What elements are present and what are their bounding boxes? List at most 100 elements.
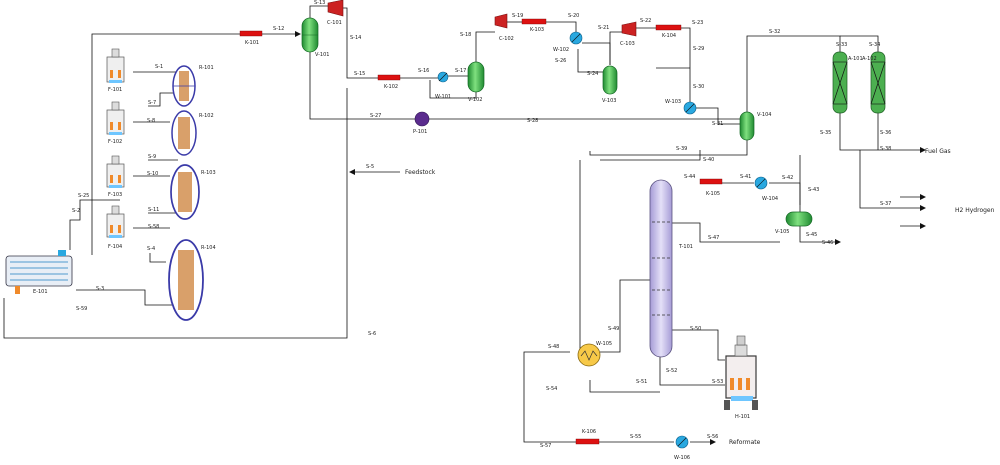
label-p-101: P-101 xyxy=(413,129,427,135)
compressor-c-101: C-101 xyxy=(327,0,344,26)
stream-s-25-line xyxy=(91,33,240,255)
valve-k-102: K-102 xyxy=(377,74,401,90)
label-v-104: V-104 xyxy=(757,112,771,118)
valve-k-105: K-105 xyxy=(699,178,723,197)
label-s-23: S-23 xyxy=(692,20,703,26)
stream-s-53-line xyxy=(659,357,725,386)
vessel-v-104: V-104 xyxy=(739,111,771,141)
label-s-59: S-59 xyxy=(76,306,87,312)
label-v-102: V-102 xyxy=(468,97,482,103)
label-s-43: S-43 xyxy=(808,187,819,193)
heater-h-101: H-101 xyxy=(724,335,758,420)
stream-s-35-line xyxy=(839,113,926,153)
label-s-41: S-41 xyxy=(740,174,751,180)
compressor-c-102: C-102 xyxy=(494,13,514,42)
label-r-101: R-101 xyxy=(199,65,214,71)
label-f-103: F-103 xyxy=(108,192,122,198)
label-s-52: S-52 xyxy=(666,368,677,374)
stream-s-17-line xyxy=(475,31,495,64)
label-w-102: W-102 xyxy=(553,47,569,53)
label-s-24: S-24 xyxy=(587,71,598,77)
label-s-14: S-14 xyxy=(350,35,361,41)
compressor-c-103: C-103 xyxy=(620,21,637,47)
label-v-103: V-103 xyxy=(602,98,616,104)
label-s-39: S-39 xyxy=(676,146,687,152)
exchanger-w-103: W-103 xyxy=(665,99,697,115)
label-s-13: S-13 xyxy=(314,0,325,6)
stream-s-26-line xyxy=(577,49,608,73)
reformate-product-label: Reformate xyxy=(729,439,761,446)
label-w-101: W-101 xyxy=(435,94,451,100)
label-c-103: C-103 xyxy=(620,41,635,47)
stream-s-20-line xyxy=(582,42,611,65)
label-k-102: K-102 xyxy=(384,84,398,90)
label-s-20: S-20 xyxy=(568,13,579,19)
label-s-18: S-18 xyxy=(460,32,471,38)
stream-s-14-line xyxy=(343,7,378,79)
label-k-103: K-103 xyxy=(530,27,544,33)
label-s-42: S-42 xyxy=(782,175,793,181)
label-c-102: C-102 xyxy=(499,36,514,42)
label-s-36: S-36 xyxy=(880,130,891,136)
furnace-f-104: F-104 xyxy=(106,205,125,250)
label-s-6: S-6 xyxy=(368,331,376,337)
label-s-58: S-58 xyxy=(148,224,159,230)
label-s-8: S-8 xyxy=(147,118,155,124)
exchanger-w-104: W-104 xyxy=(754,176,778,202)
label-s-46: S-46 xyxy=(822,240,833,246)
label-s-30: S-30 xyxy=(693,84,704,90)
stream-s-6-line xyxy=(3,88,348,339)
label-s-9: S-9 xyxy=(148,154,156,160)
label-s-7: S-7 xyxy=(148,100,156,106)
label-s-40: S-40 xyxy=(703,157,714,163)
label-k-106: K-106 xyxy=(582,429,596,435)
label-r-103: R-103 xyxy=(201,170,216,176)
label-s-5: S-5 xyxy=(366,164,374,170)
valve-k-104: K-104 xyxy=(655,24,682,39)
label-s-25: S-25 xyxy=(78,193,89,199)
label-s-15: S-15 xyxy=(354,71,365,77)
stream-s-13-line xyxy=(309,5,328,20)
vessel-v-103: V-103 xyxy=(602,65,618,104)
label-s-21: S-21 xyxy=(598,25,609,31)
label-a-101: A-101 xyxy=(848,56,863,62)
label-s-35: S-35 xyxy=(820,130,831,136)
label-s-54: S-54 xyxy=(546,386,557,392)
label-s-56: S-56 xyxy=(707,434,718,440)
adsorber-a-102: A-102 xyxy=(862,51,886,114)
label-v-105: V-105 xyxy=(775,229,789,235)
label-s-38: S-38 xyxy=(880,146,891,152)
label-s-10: S-10 xyxy=(147,171,158,177)
label-s-3: S-3 xyxy=(96,286,104,292)
vessel-v-102: V-102 xyxy=(467,61,485,103)
label-f-102: F-102 xyxy=(108,139,122,145)
label-c-101: C-101 xyxy=(327,20,342,26)
label-s-31: S-31 xyxy=(712,121,723,127)
exchanger-w-102: W-102 xyxy=(553,31,583,53)
label-k-101: K-101 xyxy=(245,40,259,46)
reactor-r-103: R-103 xyxy=(170,164,216,220)
furnace-f-102: F-102 xyxy=(106,101,125,145)
stream-s-55-line xyxy=(523,351,576,443)
stream-s-54-line xyxy=(589,380,660,393)
stream-s-51-line xyxy=(600,279,650,353)
label-s-33: S-33 xyxy=(836,42,847,48)
stream-s-27-line xyxy=(309,50,416,120)
label-s-45: S-45 xyxy=(806,232,817,238)
adsorber-a-101: A-101 xyxy=(832,51,863,114)
stream-s-2-line xyxy=(69,199,120,250)
stream-s-21-line xyxy=(609,31,622,65)
label-s-51: S-51 xyxy=(636,379,647,385)
label-w-104: W-104 xyxy=(762,196,778,202)
stream-s-3-line xyxy=(76,289,190,306)
label-k-104: K-104 xyxy=(662,33,676,39)
label-s-11: S-11 xyxy=(148,207,159,213)
label-s-29: S-29 xyxy=(693,46,704,52)
exchanger-w-106: W-106 xyxy=(674,435,690,461)
label-s-48: S-48 xyxy=(548,344,559,350)
label-s-44: S-44 xyxy=(684,174,695,180)
stream-s-24-line xyxy=(429,80,477,99)
label-w-105: W-105 xyxy=(596,341,612,347)
stream-s-41-line xyxy=(600,150,701,161)
label-s-17: S-17 xyxy=(455,68,466,74)
